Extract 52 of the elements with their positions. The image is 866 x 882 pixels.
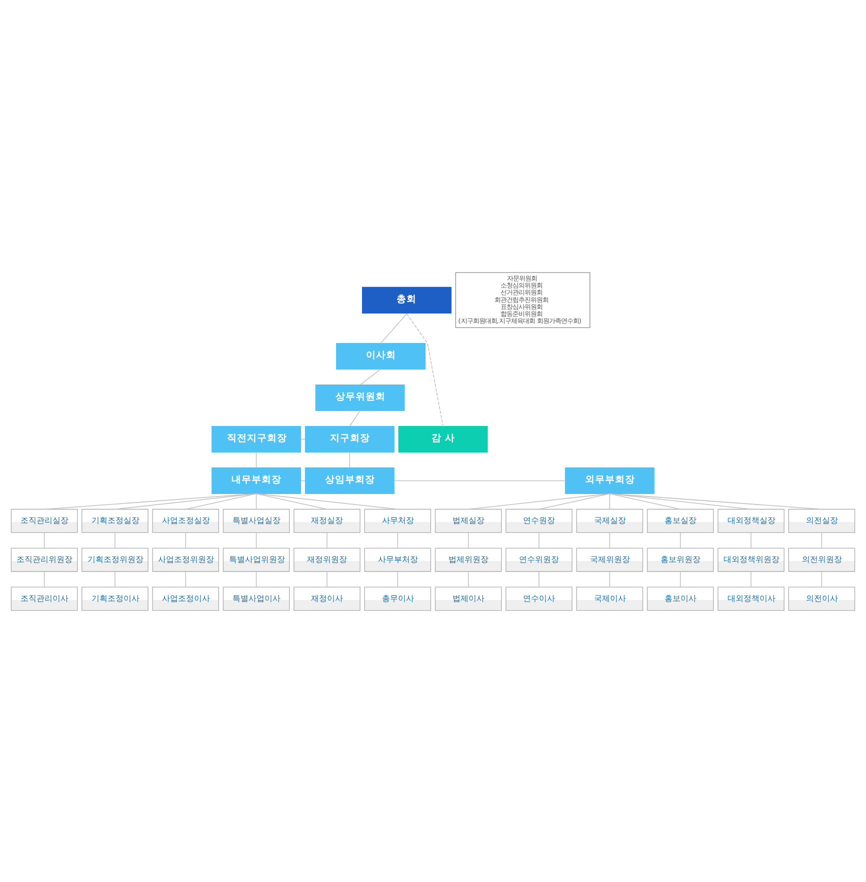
connector	[750, 570, 752, 587]
connector	[468, 570, 469, 587]
node-box: 이사회	[336, 342, 426, 370]
connector	[44, 532, 45, 548]
connector	[114, 570, 116, 587]
connector	[468, 532, 469, 548]
node-box: 지구회장	[304, 425, 394, 452]
connector	[349, 410, 360, 426]
node-box: 총회	[362, 286, 452, 313]
connector	[538, 532, 540, 548]
connector	[185, 492, 257, 510]
connector	[256, 451, 257, 468]
connector	[406, 312, 444, 426]
node-box: 감 사	[398, 425, 488, 452]
connector	[468, 492, 610, 510]
node-box: 상임부회장	[304, 466, 394, 494]
node-box: 내무부회장	[212, 466, 302, 494]
connector	[821, 532, 822, 548]
connector	[821, 570, 822, 587]
connector	[349, 451, 350, 468]
node-box: 직전지구회장	[212, 425, 302, 452]
connector	[750, 532, 752, 548]
connector	[397, 570, 398, 587]
node-box: 외무부회장	[564, 466, 654, 494]
connector	[256, 570, 257, 587]
connector	[380, 312, 408, 344]
connector	[609, 532, 610, 548]
connector	[114, 492, 257, 510]
connector	[609, 570, 610, 587]
connector	[44, 492, 257, 510]
connector	[609, 492, 822, 510]
connector	[609, 492, 681, 510]
connector	[114, 532, 116, 548]
connector	[538, 492, 610, 510]
connector	[397, 532, 398, 548]
connector	[394, 480, 566, 481]
connector	[44, 570, 45, 587]
connector	[326, 570, 328, 587]
node-box: 상무위원회	[315, 384, 405, 411]
connector	[538, 570, 540, 587]
connector	[256, 532, 257, 548]
connector	[609, 492, 610, 510]
connector	[680, 532, 681, 548]
connector	[326, 532, 328, 548]
connector	[256, 492, 328, 510]
connector	[256, 492, 398, 510]
connector	[360, 368, 382, 385]
connector	[185, 532, 186, 548]
connector	[185, 570, 186, 587]
connector	[680, 570, 681, 587]
connector	[256, 492, 257, 510]
connector	[609, 492, 752, 510]
